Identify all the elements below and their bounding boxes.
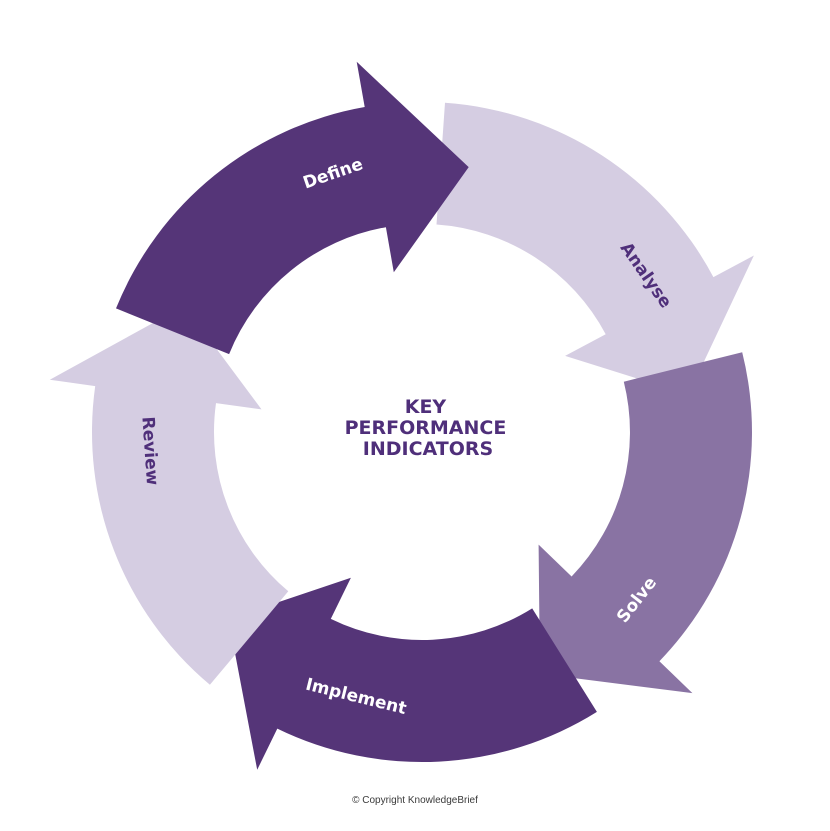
- cycle-arrows: [49, 61, 754, 770]
- center-title: KEY PERFORMANCE INDICATORS: [345, 396, 512, 460]
- center-title-line-2: PERFORMANCE: [345, 417, 507, 439]
- arrow-solve: [538, 352, 752, 694]
- center-title-line-3: INDICATORS: [363, 438, 493, 460]
- arrow-define: [116, 61, 469, 355]
- copyright-notice: © Copyright KnowledgeBrief: [352, 795, 478, 806]
- stage-label-review: Review: [137, 416, 162, 486]
- arrow-review: [49, 305, 289, 685]
- arrow-analyse: [436, 102, 754, 395]
- arrow-implement: [228, 577, 597, 770]
- center-title-line-1: KEY: [405, 396, 447, 418]
